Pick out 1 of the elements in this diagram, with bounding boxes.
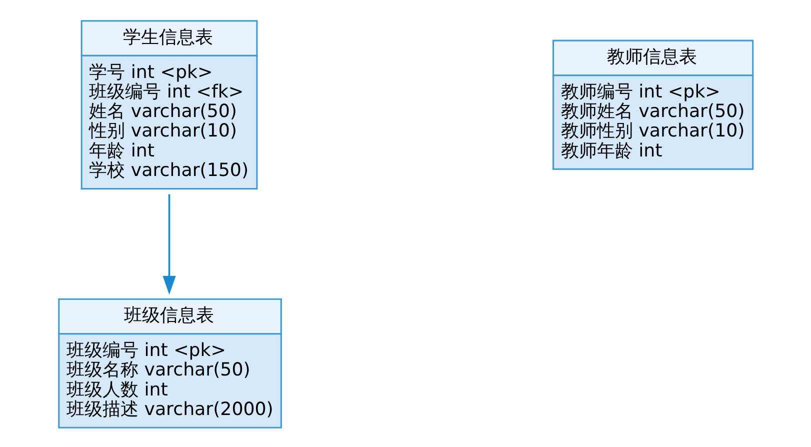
- arrow: [162, 194, 176, 295]
